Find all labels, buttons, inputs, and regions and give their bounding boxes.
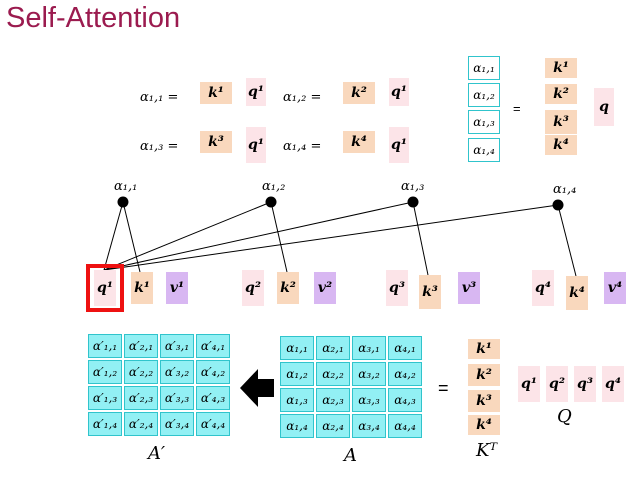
node-alpha-13 (407, 196, 419, 208)
eq-alpha-11-q: q¹ (246, 78, 266, 106)
q-row-2: q² (546, 366, 568, 402)
token-3-q: q³ (386, 270, 408, 306)
a-prime-cell: α′₃,₁ (160, 334, 194, 358)
col-alpha-4: α₁,₄ (468, 138, 500, 162)
node-alpha-12 (265, 196, 277, 208)
a-prime-cell: α′₂,₄ (124, 412, 158, 436)
node-label-a12: α₁,₂ (262, 179, 286, 194)
wire-a12-k2 (270, 201, 288, 273)
node-label-a14: α₁,₄ (553, 182, 577, 197)
a-prime-cell: α′₁,₁ (88, 334, 122, 358)
matrix-equals: = (438, 378, 449, 398)
col-k-4: k⁴ (545, 135, 577, 155)
eq-alpha-11-label: α₁,₁ = (140, 90, 179, 105)
a-prime-cell: α′₃,₂ (160, 360, 194, 384)
a-cell: α₂,₂ (316, 362, 350, 386)
a-cell: α₂,₄ (316, 414, 350, 438)
col-k-1: k¹ (545, 58, 577, 78)
eq-alpha-14-k: k⁴ (343, 131, 375, 153)
node-alpha-11 (117, 196, 129, 208)
a-cell: α₂,₃ (316, 388, 350, 412)
a-cell: α₃,₂ (352, 362, 386, 386)
a-cell: α₂,₁ (316, 336, 350, 360)
col-k-3: k³ (545, 110, 577, 134)
kt-1: k¹ (468, 339, 500, 359)
token-2-v: v² (314, 272, 336, 304)
eq-alpha-13-label: α₁,₃ = (140, 139, 179, 154)
token-4-q: q⁴ (532, 270, 554, 306)
node-alpha-14 (552, 199, 564, 211)
wire-a14-k4 (557, 204, 577, 277)
a-prime-cell: α′₄,₁ (196, 334, 230, 358)
token-3-v: v³ (458, 272, 480, 304)
wire-a14-q1 (103, 204, 559, 271)
a-cell: α₃,₄ (352, 414, 386, 438)
token-1-q: q¹ (94, 270, 116, 306)
wire-a11-k1 (122, 201, 141, 273)
eq-alpha-13-k: k³ (200, 131, 232, 153)
query-highlight (86, 264, 124, 312)
a-prime-cell: α′₃,₄ (160, 412, 194, 436)
kt-2: k² (468, 364, 500, 386)
a-cell: α₁,₂ (280, 362, 314, 386)
wire-a11-q1 (103, 201, 124, 271)
a-cell: α₄,₂ (388, 362, 422, 386)
token-2-k: k² (277, 272, 299, 304)
wire-a13-k3 (412, 201, 429, 276)
token-2-q: q² (242, 270, 264, 306)
eq-alpha-11-k: k¹ (200, 82, 232, 104)
node-label-a13: α₁,₃ (401, 179, 425, 194)
a-prime-cell: α′₄,₂ (196, 360, 230, 384)
a-cell: α₃,₁ (352, 336, 386, 360)
a-cell: α₁,₃ (280, 388, 314, 412)
a-cell: α₁,₁ (280, 336, 314, 360)
a-prime-cell: α′₁,₂ (88, 360, 122, 384)
label-a: A (344, 445, 357, 466)
token-1-k: k¹ (131, 272, 153, 304)
eq-alpha-14-q: q¹ (389, 127, 409, 163)
kt-4: k⁴ (468, 415, 500, 435)
node-label-a11: α₁,₁ (114, 179, 138, 194)
a-prime-cell: α′₄,₄ (196, 412, 230, 436)
a-prime-cell: α′₂,₃ (124, 386, 158, 410)
a-prime-cell: α′₁,₃ (88, 386, 122, 410)
eq-alpha-12-label: α₁,₂ = (283, 90, 322, 105)
eq-alpha-12-q: q¹ (389, 78, 409, 106)
token-4-k: k⁴ (566, 276, 588, 310)
token-4-v: v⁴ (604, 272, 626, 304)
q-row-1: q¹ (518, 366, 540, 402)
a-prime-cell: α′₄,₃ (196, 386, 230, 410)
a-cell: α₃,₃ (352, 388, 386, 412)
token-3-k: k³ (419, 275, 441, 309)
label-a-prime: A′ (148, 443, 166, 464)
col-alpha-3: α₁,₃ (468, 110, 500, 134)
col-alpha-2: α₁,₂ (468, 83, 500, 107)
q-row-4: q⁴ (602, 366, 624, 402)
a-prime-cell: α′₁,₄ (88, 412, 122, 436)
eq-alpha-14-label: α₁,₄ = (283, 139, 322, 154)
slide-title: Self-Attention (6, 2, 181, 34)
label-kt: Kᵀ (476, 440, 498, 461)
col-equals: = (513, 101, 521, 116)
a-prime-cell: α′₂,₂ (124, 360, 158, 384)
token-1-v: v¹ (166, 272, 188, 304)
a-prime-cell: α′₂,₁ (124, 334, 158, 358)
wire-a12-q1 (103, 201, 272, 271)
a-prime-cell: α′₃,₃ (160, 386, 194, 410)
eq-alpha-12-k: k² (343, 82, 375, 104)
arrow-left-icon (240, 369, 274, 407)
label-q: Q (557, 406, 572, 427)
q-row-3: q³ (574, 366, 596, 402)
col-alpha-1: α₁,₁ (468, 56, 500, 80)
a-cell: α₄,₄ (388, 414, 422, 438)
wire-a13-q1 (103, 201, 414, 271)
col-q: q (594, 88, 614, 126)
col-k-2: k² (545, 84, 577, 104)
a-cell: α₄,₃ (388, 388, 422, 412)
a-cell: α₁,₄ (280, 414, 314, 438)
eq-alpha-13-q: q¹ (246, 127, 266, 163)
kt-3: k³ (468, 390, 500, 412)
a-cell: α₄,₁ (388, 336, 422, 360)
